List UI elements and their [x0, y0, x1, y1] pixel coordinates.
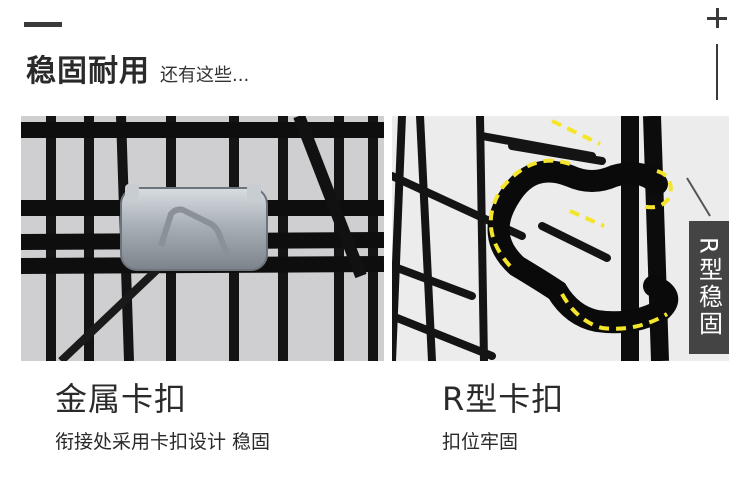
- metal-clip-title: 金属卡扣: [55, 380, 188, 418]
- metal-clip-description: 衔接处采用卡扣设计 稳固: [55, 431, 271, 453]
- right-decor-line: [716, 44, 718, 100]
- r-clip-title: R型卡扣: [442, 380, 565, 418]
- r-type-side-label: R型稳固: [689, 221, 729, 354]
- page-title: 稳固耐用: [26, 54, 150, 89]
- page-subtitle: 还有这些...: [160, 65, 250, 86]
- top-decor-dash: [24, 22, 62, 27]
- plus-icon[interactable]: [705, 6, 729, 30]
- r-clip-photo: [392, 116, 729, 361]
- metal-clip-photo: [21, 116, 384, 361]
- r-clip-description: 扣位牢固: [442, 431, 519, 453]
- side-label-text: R型稳固: [694, 237, 723, 338]
- section-header: 稳固耐用 还有这些...: [26, 46, 249, 90]
